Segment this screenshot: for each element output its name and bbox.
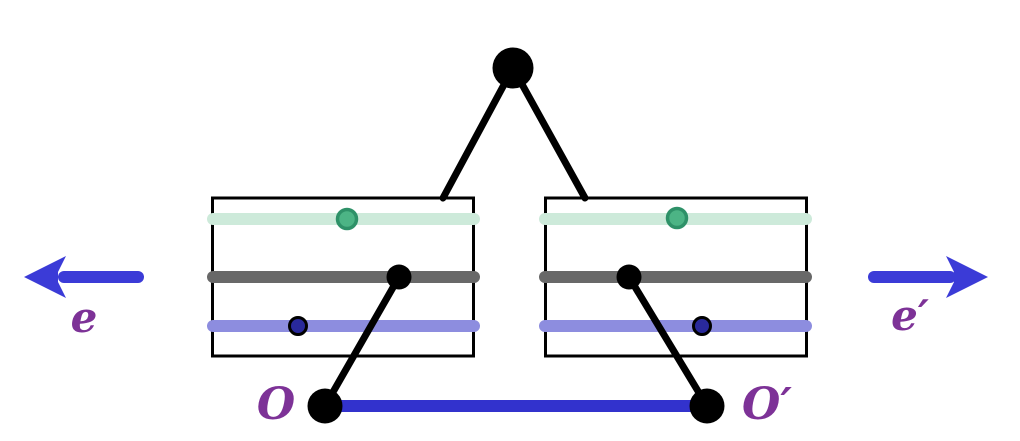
apex-to-right-box-edge xyxy=(509,64,589,202)
left-axis-label: e xyxy=(71,293,98,342)
right-green-dot xyxy=(665,206,689,230)
right-axis-label: e′ xyxy=(891,291,929,340)
origin-node-right xyxy=(689,388,725,424)
left-dot-to-origin-edge xyxy=(321,273,403,410)
origin-node-left xyxy=(307,388,343,424)
right-navy-dot xyxy=(692,316,712,336)
right-arrow-head-icon xyxy=(946,256,988,298)
right-arrow xyxy=(868,256,988,298)
edge-group xyxy=(321,64,711,410)
right-origin-label: O′ xyxy=(742,379,792,430)
left-gray-level-black-dot xyxy=(386,264,412,290)
left-navy-dot xyxy=(288,316,308,336)
left-green-dot xyxy=(335,207,359,231)
right-gray-level-black-dot xyxy=(616,264,642,290)
apex-to-left-box-edge xyxy=(439,64,517,202)
label-group: e e′ O O′ xyxy=(71,291,929,430)
right-dot-to-origin-edge xyxy=(625,273,711,410)
left-arrow xyxy=(24,256,144,298)
left-arrow-head-icon xyxy=(24,256,66,298)
left-origin-label: O xyxy=(257,379,295,430)
node-group xyxy=(307,47,725,424)
apex-node xyxy=(492,47,534,89)
